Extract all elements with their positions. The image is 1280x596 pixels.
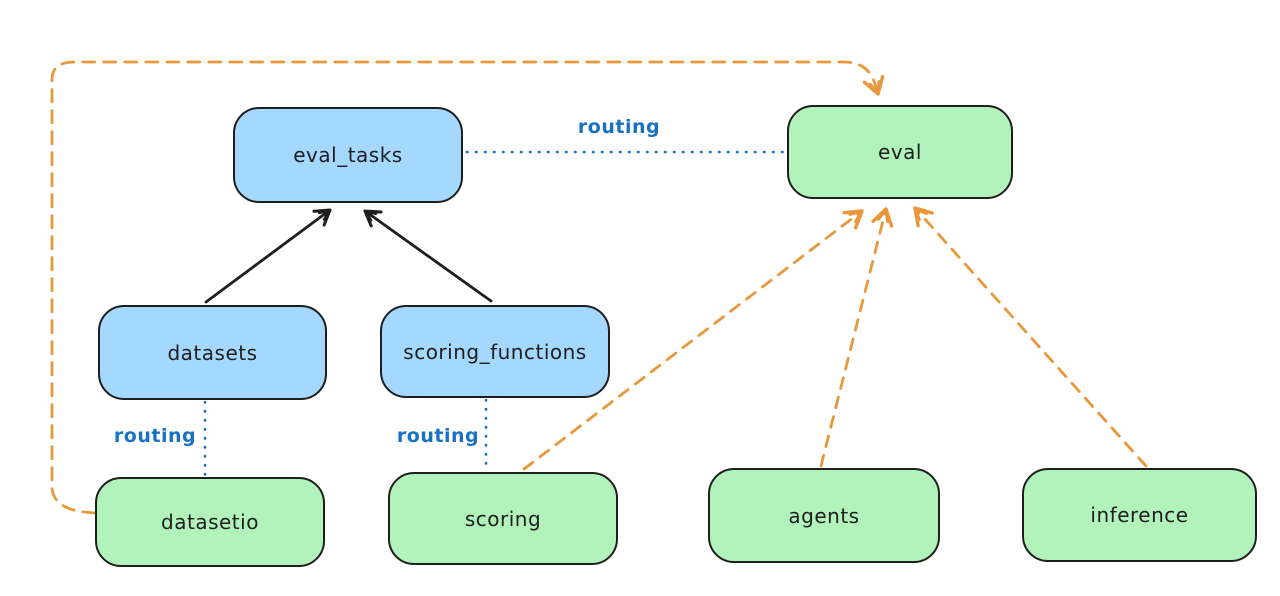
- node-inference: inference: [1022, 468, 1257, 562]
- routing-label-datasets-datasetio: routing: [113, 425, 197, 447]
- node-datasets-label: datasets: [167, 340, 258, 365]
- edge-inference-to-eval: [913, 206, 1148, 468]
- node-scoring-label: scoring: [464, 506, 542, 531]
- edge-scoring-functions-to-eval-tasks: [363, 209, 493, 303]
- node-scoring-functions: scoring_functions: [380, 305, 610, 398]
- node-datasetio-label: datasetio: [161, 510, 259, 534]
- edge-agents-to-eval: [819, 207, 894, 468]
- node-eval-label: eval: [878, 140, 922, 164]
- edge-datasetio-to-eval: [50, 60, 885, 515]
- node-datasetio: datasetio: [95, 477, 325, 567]
- node-eval-tasks: eval_tasks: [233, 107, 463, 203]
- routing-label-scoring-functions-scoring: routing: [396, 425, 480, 447]
- node-datasets: datasets: [98, 305, 327, 400]
- node-scoring-functions-label: scoring_functions: [403, 339, 587, 364]
- edge-scoring-to-eval: [522, 209, 864, 471]
- node-eval-tasks-label: eval_tasks: [293, 143, 403, 167]
- node-scoring: scoring: [388, 472, 618, 565]
- routing-label-eval-tasks-eval: routing: [577, 116, 661, 138]
- node-agents: agents: [708, 468, 940, 563]
- node-inference-label: inference: [1090, 503, 1189, 527]
- edge-datasets-to-eval-tasks: [204, 208, 332, 304]
- node-eval: eval: [787, 105, 1013, 199]
- node-agents-label: agents: [788, 503, 860, 528]
